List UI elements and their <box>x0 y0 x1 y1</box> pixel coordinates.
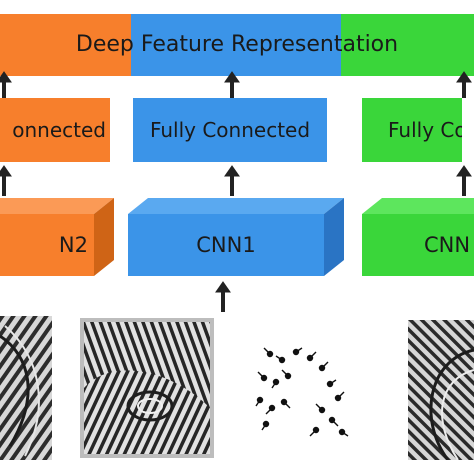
feature-bar-orange-segment <box>0 14 131 76</box>
fingerprint-enhanced-right-image <box>408 320 474 460</box>
arrowhead-center-upper <box>224 71 240 83</box>
arrowhead-center-lower <box>215 281 231 293</box>
arrowhead-center-middle <box>224 165 240 177</box>
feature-bar-green-segment <box>341 14 474 76</box>
fully-connected-left-box: onnected <box>0 98 110 162</box>
fully-connected-center-box: Fully Connected <box>133 98 327 162</box>
arrowhead-left-upper <box>0 71 12 83</box>
cnn-center-side-face <box>324 198 344 276</box>
cnn1-block: CNN1 <box>128 214 324 276</box>
minutiae-plot-image <box>255 347 349 437</box>
fingerprint-enhanced-center-image <box>80 318 214 458</box>
cnn-center-top-face <box>128 198 344 214</box>
cnn-left-top-face <box>0 198 114 214</box>
arrowhead-right-upper <box>456 71 472 83</box>
feature-representation-bar <box>0 14 474 76</box>
cnn-right-top-face <box>362 198 474 214</box>
feature-representation-label: Deep Feature Representation <box>75 32 399 57</box>
fingerprint-enhanced-left-image <box>0 316 52 460</box>
arrowhead-right-middle <box>456 165 472 177</box>
arrowhead-left-middle <box>0 165 12 177</box>
fully-connected-right-box: Fully Con <box>362 98 462 162</box>
cnn-left-side-face <box>94 198 114 276</box>
feature-bar-blue-segment <box>131 14 341 76</box>
cnn2-block: N2 <box>0 214 94 276</box>
cnn3-block: CNN <box>362 214 474 276</box>
